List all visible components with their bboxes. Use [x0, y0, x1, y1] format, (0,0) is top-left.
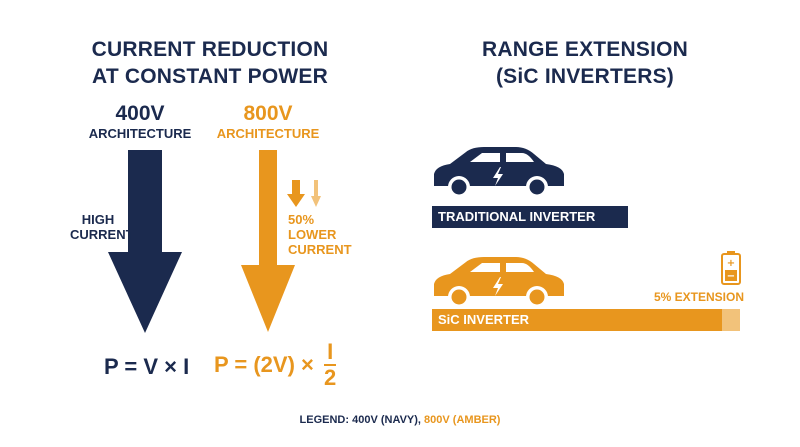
- arch-400-voltage: 400V: [115, 102, 165, 125]
- legend-prefix: LEGEND:: [299, 414, 353, 426]
- sic-inverter-bar-main: SiC INVERTER: [432, 309, 722, 331]
- high-current-line2: CURRENT: [70, 227, 134, 242]
- svg-text:−: −: [727, 271, 735, 282]
- right-title: RANGE EXTENSION (SiC INVERTERS): [450, 36, 720, 90]
- arrow-800-lower-current-icon: [241, 150, 295, 332]
- arch-400-label: ARCHITECTURE: [88, 126, 192, 141]
- sic-inverter-bar: SiC INVERTER: [432, 309, 740, 331]
- arrow-400-high-current-icon: [108, 150, 182, 333]
- high-current-note: HIGH CURRENT: [70, 212, 134, 242]
- formula-800-fraction: I 2: [324, 340, 337, 390]
- left-title: CURRENT REDUCTION AT CONSTANT POWER: [60, 36, 360, 90]
- amber-car-icon: [434, 257, 564, 308]
- legend-amber: 800V (AMBER): [424, 414, 501, 426]
- small-arrow-dark-icon: [287, 180, 305, 207]
- svg-text:+: +: [727, 258, 735, 269]
- battery-icon: + −: [721, 251, 741, 285]
- lower-current-line1: 50%: [288, 212, 315, 227]
- legend-navy: 400V (NAVY): [352, 414, 418, 426]
- traditional-inverter-bar: TRADITIONAL INVERTER: [432, 206, 628, 228]
- sic-inverter-bar-extension: [722, 309, 740, 331]
- lower-current-line2: LOWER: [288, 227, 337, 242]
- left-title-line1: CURRENT REDUCTION: [91, 38, 329, 61]
- navy-car-icon: [434, 147, 564, 198]
- lower-current-line3: CURRENT: [288, 242, 352, 257]
- left-title-line2: AT CONSTANT POWER: [92, 65, 328, 88]
- formula-800-numerator: I: [324, 340, 337, 366]
- arch-800-header: 800V ARCHITECTURE: [208, 102, 328, 142]
- high-current-line1: HIGH: [81, 212, 115, 227]
- formula-800-denominator: 2: [324, 365, 337, 390]
- legend: LEGEND: 400V (NAVY), 800V (AMBER): [0, 414, 800, 426]
- arch-400-header: 400V ARCHITECTURE: [80, 102, 200, 142]
- legend-sep: ,: [417, 414, 425, 426]
- lower-current-note: 50% LOWER CURRENT: [288, 212, 358, 257]
- extension-label: 5% EXTENSION: [653, 290, 744, 304]
- right-title-line2: (SiC INVERTERS): [495, 65, 674, 88]
- formula-400: P = V × I: [104, 354, 190, 379]
- right-title-line1: RANGE EXTENSION: [481, 38, 689, 61]
- formula-800: P = (2V) × I 2: [214, 340, 337, 390]
- small-arrow-light-icon: [311, 180, 321, 207]
- formula-800-prefix: P = (2V) ×: [214, 352, 314, 377]
- arch-800-label: ARCHITECTURE: [216, 126, 320, 141]
- arch-800-voltage: 800V: [243, 102, 293, 125]
